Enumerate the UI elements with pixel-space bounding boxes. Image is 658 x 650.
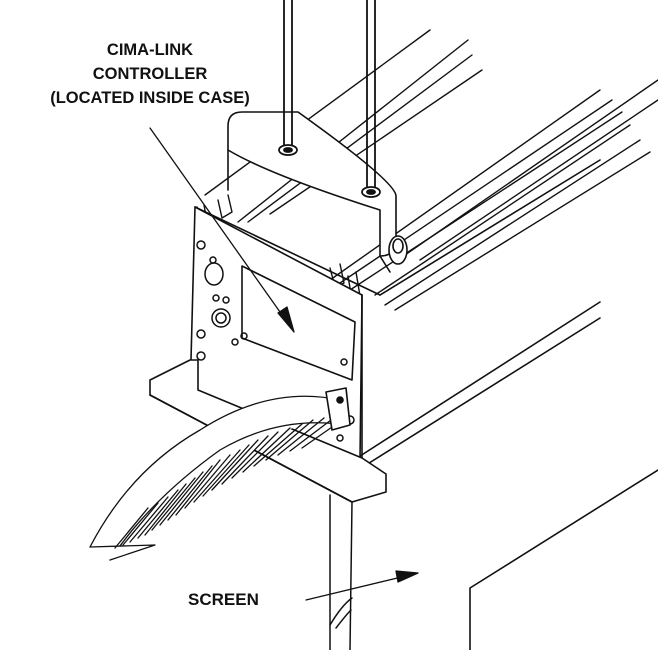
controller-access-plate [241, 265, 356, 381]
controller-callout-line2: CONTROLLER [92, 65, 208, 83]
flexible-conduit [89, 395, 346, 561]
conduit-clamp [325, 387, 351, 431]
controller-callout-line1: CIMA-LINK [106, 41, 194, 59]
controller-callout: CIMA-LINK CONTROLLER (LOCATED INSIDE CAS… [0, 38, 300, 110]
screen-panel-outline [356, 301, 658, 650]
controller-callout-line3: (LOCATED INSIDE CASE) [50, 89, 250, 107]
controller-leader-line [149, 127, 295, 333]
hanging-cables [283, 0, 376, 189]
screen-leader-line [305, 570, 419, 601]
cable-nuts [278, 144, 381, 198]
screen-callout: SCREEN [188, 590, 259, 609]
screen-fabric [329, 494, 353, 650]
bracket-bolt [388, 235, 408, 265]
top-rails [204, 29, 658, 311]
